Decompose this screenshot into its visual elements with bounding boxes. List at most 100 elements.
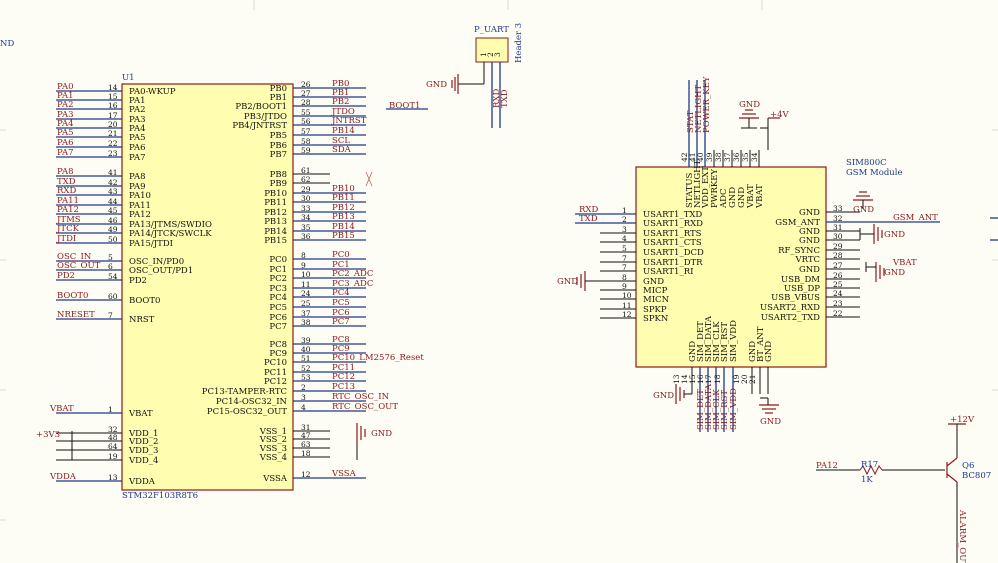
alarm-input-net: PA12 [816,461,838,471]
u1-left-pin-number: 23 [108,149,118,158]
u1-right-pin-name: PC2 [269,274,287,284]
u1-left-pin-name: BOOT0 [129,296,160,306]
gsm-right-top-ground-icon [853,191,873,201]
u1-left-net-label: PA12 [57,205,79,215]
u1-right-pin-name: PC1 [269,265,287,275]
gsm-bottom-pin-name: SIM_DATA [704,315,714,362]
u1-right-pin-number: 38 [301,318,311,327]
u1-left-pin-name: VDDA [128,477,156,487]
resistor-value: 1K [861,475,873,485]
gsm-right-pin-name: GND [799,208,820,218]
gsm-right-net-label: GND [884,268,905,278]
u1-left-pin-number: 20 [108,120,118,129]
gsm-bottom-net-label: SIM_DET [696,389,706,430]
gsm-left-pin-number: 10 [622,291,632,300]
u1-right-pin-name: PB0 [270,84,287,94]
alarm-output-net: ALARM_OUT [957,509,967,563]
u1-left-pin-name: PA13/JTMS/SWDIO [129,220,212,230]
gsm-bottom-pin-number: 15 [688,374,697,384]
u1-left-pin-name: OSC_OUT/PD1 [129,266,193,276]
gsm-right-pin-number: 32 [833,214,843,223]
u1-right-pin-name: PB10 [264,189,287,199]
gsm-bottom-gnd-right-label: GND [760,417,781,427]
u1-left-net-label: VDDA [49,472,77,482]
u1-left-pin-number: 6 [108,262,113,271]
u1-right-pin-name: VSS_4 [259,453,287,463]
gsm-right-pin-name: GND [799,265,820,275]
u1-left-pin-name: PA4 [129,124,146,134]
u1-left-pin-name: PD2 [129,276,147,286]
gsm-left-pin-name: MICP [643,286,668,296]
u1-right-pin-number: 37 [301,309,311,318]
u1-right-pin-number: 62 [301,175,311,184]
p-uart-net-rxd: RXD [492,89,502,108]
u1-left-pin-number: 22 [108,139,118,148]
u1-right-net-label: PB12 [332,203,355,213]
u1-left-pin-name: PA0-WKUP [129,87,176,97]
u1-right-pin-number: 53 [301,373,311,382]
u1-right-pin-number: 58 [301,137,311,146]
u1-left-pin-name: PA12 [129,210,151,220]
gsm-right-net-label: VBAT [892,258,917,268]
sim800c-module[interactable]: SIM800C GSM Module 42STATUSSTAT41NETLIGH… [557,76,998,432]
gsm-right-pin-name: VRTC [794,255,820,265]
u1-right-pin-number: 11 [301,280,311,289]
gsm-left-pin-number: 2 [622,215,627,224]
u1-left-net-label: JTMS [56,215,81,225]
u1-right-net-label: PB11 [332,193,355,203]
u1-right-pin-number: 27 [301,89,311,98]
u1-right-pin-name: PB5 [270,131,287,141]
p-uart-pin-2: 2 [486,52,495,57]
offsheet-net-fragment: ND [0,39,14,49]
gsm-right-pin-number: 33 [833,204,843,213]
u1-right-pin-number: 8 [301,251,306,260]
gsm-right-gnd2-icon [875,262,885,282]
gsm-right-pin-name: USART2_TXD [761,313,820,323]
gsm-top-gnd-label: GND [739,100,760,110]
u1-left-pin-number: 41 [108,168,118,177]
u1-right-net-label: SCL [332,136,350,146]
u1-right-pin-number: 35 [301,223,311,232]
gsm-left-net-label: TXD [579,214,598,224]
gsm-right-pin-number: 25 [833,280,843,289]
u1-left-pin-name: VDD_4 [128,456,158,466]
u1-right-pin-name: VSSA [262,474,288,484]
gsm-left-pin-name: USART1_DTR [643,258,703,268]
u1-left-net-label: PA2 [57,100,74,110]
u1-right-pin-name: PB4/JNTRST [232,121,287,131]
u1-left-net-label: PA8 [57,167,74,177]
gsm-bottom-pin-name: GND [688,341,698,362]
gsm-bottom-pin-name: SIM_CLK [712,321,722,362]
u1-left-net-label: NRESET [57,310,95,320]
gsm-left-pin-number: 5 [622,244,627,253]
gsm-right-pin-name: GND [799,227,820,237]
u1-right-pin-name: PC15-OSC32_OUT [207,407,287,417]
alarm-driver-circuit[interactable]: +12V PA12 R17 1K Q6 BC807 ALARM_OUT [816,415,991,563]
u1-left-net-label: PD2 [57,271,75,281]
u1-left-pin-name: NRST [129,315,155,325]
u1-right-pin-number: 52 [301,364,311,373]
gsm-top-net-label: STAT [686,110,696,133]
gsm-top-pin-number: 37 [723,152,732,162]
gsm-top-pin-name: VBAT [746,184,756,209]
gsm-right-top-gnd-label: GND [853,205,874,215]
gsm-left-net-label: RXD [579,205,598,215]
p-uart-header[interactable]: P_UART 1 2 3 Header 3 GND RXD TXD [426,23,524,128]
u1-right-net-label: PB2 [332,97,349,107]
gsm-bottom-pin-name: GND [764,341,774,362]
u1-right-pin-name: PB8 [270,170,287,180]
u1-right-pin-name: PB7 [270,150,287,160]
u1-value: STM32F103R8T6 [122,491,198,501]
gsm-right-pin-number: 24 [833,289,843,298]
gsm-top-supply-label: +4V [770,110,790,120]
gsm-left-pin-number: 7 [622,263,627,272]
gsm-left-pin-name: MICN [643,295,670,305]
u1-right-pin-number: 28 [301,98,311,107]
u1-right-net-label: JTDO [331,107,355,117]
gsm-top-pin-name: GND [737,187,747,208]
gsm-bottom-gnd-left-label: GND [653,391,674,401]
u1-right-pin-name: PC5 [269,303,287,313]
u1-right-net-label: RTC_OSC_OUT [332,402,398,412]
